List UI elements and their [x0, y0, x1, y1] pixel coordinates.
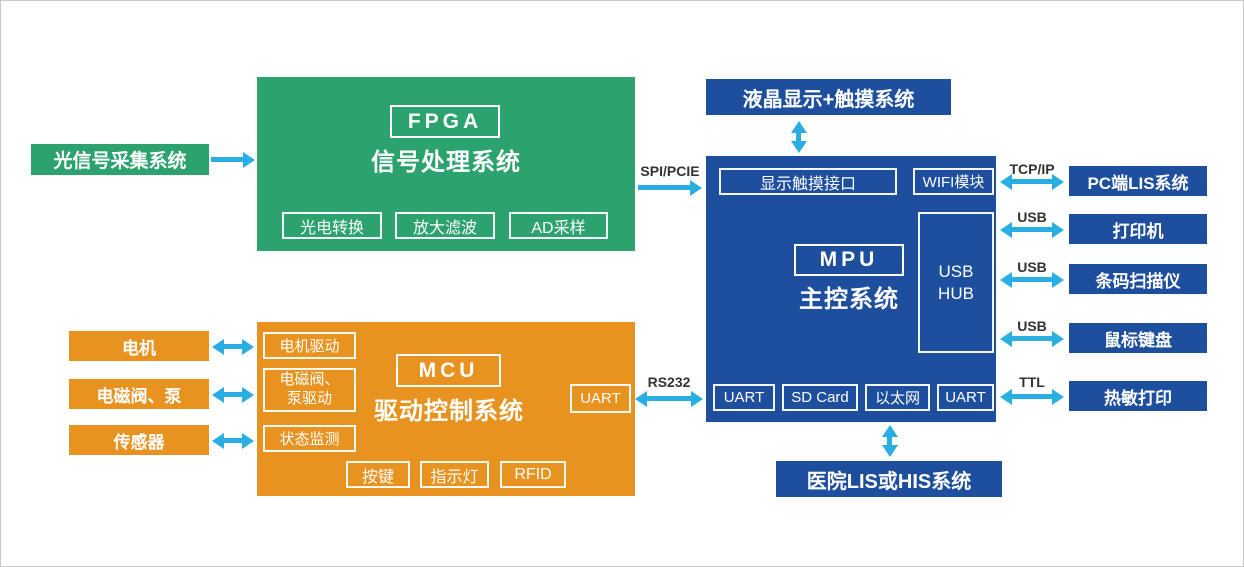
mcu-item-keys: 按键 [346, 461, 410, 488]
mpu-uart-left: UART [713, 384, 775, 411]
mcu-panel [257, 322, 635, 496]
bus-label-ttl: TTL [1019, 374, 1045, 390]
mpu-sd-card: SD Card [782, 384, 858, 411]
arrow-sensor-to-mcu [212, 432, 254, 449]
arrow-mpu-to-printer [1000, 221, 1064, 238]
actuator-motor-label: 电机 [69, 331, 209, 361]
mpu-uart-right: UART [937, 384, 994, 411]
arrow-mpu-to-mouse-keyboard [1000, 330, 1064, 347]
arrow-optical-to-fpga [211, 151, 255, 168]
mcu-item-indicator: 指示灯 [420, 461, 489, 488]
peripheral-thermal-printer: 热敏打印 [1069, 381, 1207, 411]
mpu-subtitle: 主控系统 [799, 285, 899, 313]
mpu-usb-hub: USB HUB [918, 212, 994, 353]
valve-pump-line1: 电磁阀、 [279, 371, 340, 389]
hospital-lis-his-label: 医院LIS或HIS系统 [776, 461, 1002, 497]
spi-pcie-label: SPI/PCIE [640, 163, 700, 179]
fpga-item-amplify-filter: 放大滤波 [395, 212, 495, 239]
peripheral-printer: 打印机 [1069, 214, 1207, 244]
mcu-uart: UART [570, 384, 631, 413]
fpga-item-photoelectric-conversion: 光电转换 [282, 212, 382, 239]
arrow-mpu-to-thermal-printer [1000, 388, 1064, 405]
arrow-mpu-to-hospital [881, 425, 898, 457]
mcu-driver-status-monitor: 状态监测 [263, 425, 356, 452]
peripheral-mouse-keyboard: 鼠标键盘 [1069, 323, 1207, 353]
fpga-subtitle: 信号处理系统 [371, 148, 521, 176]
mpu-panel [706, 156, 996, 422]
peripheral-barcode-scanner: 条码扫描仪 [1069, 264, 1207, 294]
rs232-label: RS232 [647, 374, 691, 390]
optical-signal-acquisition-label: 光信号采集系统 [31, 144, 209, 175]
mpu-display-touch-interface: 显示触摸接口 [719, 168, 897, 195]
usb-hub-line2: HUB [938, 283, 974, 303]
arrow-lcd-to-mpu [790, 121, 807, 153]
mcu-driver-motor: 电机驱动 [263, 332, 356, 359]
arrow-motor-to-mcu [212, 338, 254, 355]
arrow-mcu-to-mpu [635, 390, 703, 407]
actuator-sensor-label: 传感器 [69, 425, 209, 455]
lcd-touch-system-label: 液晶显示+触摸系统 [706, 79, 951, 115]
mcu-item-rfid: RFID [500, 461, 566, 488]
mpu-wifi-module: WIFI模块 [913, 168, 994, 195]
peripheral-pc-lis-system: PC端LIS系统 [1069, 166, 1207, 196]
bus-label-tcpip: TCP/IP [1009, 161, 1055, 177]
mcu-driver-valve-pump: 电磁阀、 泵驱动 [263, 368, 356, 412]
actuator-valve-pump-label: 电磁阀、泵 [69, 379, 209, 409]
arrow-mpu-to-barcode-scanner [1000, 271, 1064, 288]
arrow-valve-pump-to-mcu [212, 386, 254, 403]
mpu-ethernet: 以太网 [865, 384, 930, 411]
mpu-title: MPU [794, 244, 904, 276]
fpga-item-ad-sampling: AD采样 [509, 212, 608, 239]
bus-label-usb-3: USB [1017, 318, 1047, 334]
mcu-subtitle: 驱动控制系统 [374, 397, 524, 425]
arrow-mpu-to-pc-lis [1000, 173, 1064, 190]
bus-label-usb-2: USB [1017, 259, 1047, 275]
fpga-title: FPGA [390, 105, 500, 138]
mcu-title: MCU [396, 354, 501, 387]
bus-label-usb-1: USB [1017, 209, 1047, 225]
usb-hub-line1: USB [938, 262, 974, 282]
arrow-fpga-to-mpu [638, 179, 702, 196]
valve-pump-line2: 泵驱动 [286, 390, 332, 407]
